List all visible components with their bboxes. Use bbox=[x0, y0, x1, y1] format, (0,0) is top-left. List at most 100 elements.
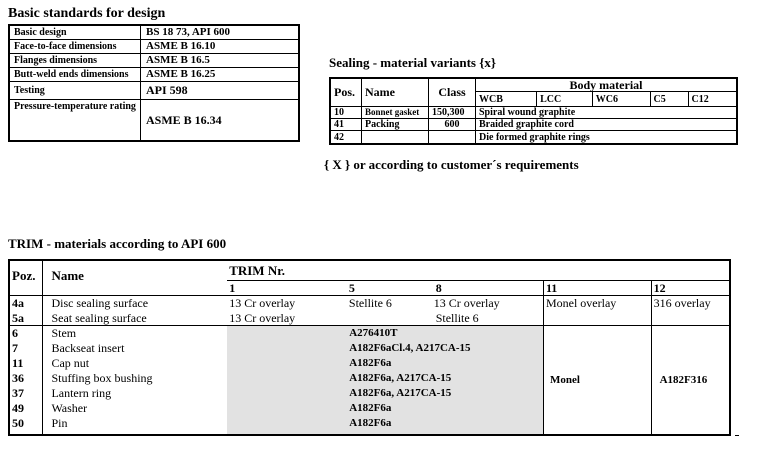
trim-value-cell bbox=[651, 311, 730, 326]
pos-cell: 41 bbox=[329, 118, 362, 131]
material-value: A182F6a, A217CA-15 bbox=[349, 387, 452, 400]
material-value: A182F6a, A217CA-15 bbox=[349, 372, 452, 385]
table-row: 6 7 11 36 37 49 50 Stem Backseat insert … bbox=[9, 325, 730, 435]
basic-standards-title: Basic standards for design bbox=[8, 6, 166, 21]
trim-value-cell bbox=[347, 311, 432, 326]
standard-label: Testing bbox=[8, 81, 141, 100]
material-value: A182F6a bbox=[349, 402, 392, 415]
table-row: 4a Disc sealing surface 13 Cr overlay St… bbox=[9, 295, 730, 311]
material-column-header: C5 bbox=[649, 91, 689, 107]
material-column-header: WCB bbox=[474, 91, 538, 107]
class-cell bbox=[428, 130, 476, 145]
trim-12-material: A182F316 bbox=[651, 325, 730, 435]
table-row: Pos. Name Class Body material bbox=[329, 77, 738, 107]
name-cell-group: Stem Backseat insert Cap nut Stuffing bo… bbox=[42, 325, 228, 435]
trim-11-material: Monel bbox=[542, 325, 652, 435]
poz-cell: 11 bbox=[12, 356, 24, 371]
trim-value-cell: Stellite 6 bbox=[346, 295, 432, 311]
pos-cell: 10 bbox=[329, 106, 362, 119]
name-cell: Disc sealing surface bbox=[42, 295, 228, 311]
standard-label: Flanges dimensions bbox=[8, 53, 141, 68]
name-cell: Backseat insert bbox=[51, 341, 125, 356]
material-column-header: C12 bbox=[687, 91, 738, 107]
table-row: 42 Die formed graphite rings bbox=[329, 130, 738, 145]
column-header-body-material: Body material bbox=[475, 77, 738, 92]
table-row: WCB LCC WC6 C5 C12 bbox=[330, 91, 738, 107]
material-value: A276410T bbox=[349, 327, 398, 340]
standard-label: Butt-weld ends dimensions bbox=[8, 67, 141, 82]
name-cell: Seat sealing surface bbox=[51, 310, 147, 325]
trim-number-header: 11 bbox=[542, 279, 652, 296]
trim-value-cell bbox=[542, 310, 652, 326]
poz-cell: 49 bbox=[12, 401, 24, 416]
table-row: 10 Bonnet gasket 150,300 Spiral wound gr… bbox=[329, 106, 738, 119]
column-header-poz: Poz. bbox=[9, 260, 44, 296]
table-row: Poz. Name TRIM Nr. bbox=[9, 260, 730, 296]
class-cell: 600 bbox=[428, 118, 476, 131]
trim-table: Poz. Name TRIM Nr. 1 5 8 11 12 4a Disc s… bbox=[8, 259, 731, 436]
poz-cell: 36 bbox=[12, 371, 24, 386]
material-value: A182F6a bbox=[349, 357, 392, 370]
name-cell: Stem bbox=[51, 326, 77, 341]
poz-cell: 6 bbox=[12, 326, 18, 341]
standard-value: ASME B 16.10 bbox=[140, 39, 300, 54]
material-column-header: WC6 bbox=[591, 91, 651, 107]
standard-value: ASME B 16.34 bbox=[140, 99, 300, 142]
name-cell: Stuffing box bushing bbox=[51, 371, 153, 386]
table-row: 5a Seat sealing surface 13 Cr overlay St… bbox=[9, 310, 730, 326]
name-cell: Lantern ring bbox=[51, 386, 112, 401]
trim-number-header: 1 bbox=[227, 279, 347, 296]
sealing-table: Pos. Name Class Body material WCB LCC WC… bbox=[329, 77, 738, 145]
material-cell: Die formed graphite rings bbox=[475, 130, 738, 145]
name-cell: Cap nut bbox=[51, 356, 90, 371]
column-header-name: Name bbox=[361, 77, 429, 107]
name-cell: Pin bbox=[51, 416, 68, 431]
column-header-name: Name bbox=[51, 268, 84, 283]
material-cell: Spiral wound graphite bbox=[475, 106, 738, 119]
standard-value: BS 18 73, API 600 bbox=[140, 24, 300, 40]
sealing-note: { X } or according to customer´s require… bbox=[324, 157, 579, 172]
trim-number-header: 8 bbox=[431, 279, 544, 296]
standard-value: API 598 bbox=[140, 81, 300, 100]
standard-value: ASME B 16.5 bbox=[140, 53, 300, 68]
poz-cell-group: 6 7 11 36 37 49 50 bbox=[9, 325, 44, 435]
material-column-header: LCC bbox=[536, 91, 593, 107]
poz-cell: 7 bbox=[12, 341, 18, 356]
standard-label: Basic design bbox=[8, 24, 141, 40]
class-cell: 150,300 bbox=[428, 106, 476, 119]
poz-cell: 4a bbox=[9, 295, 44, 311]
sealing-title: Sealing - material variants {x} bbox=[329, 55, 496, 70]
trim-title: TRIM - materials according to API 600 bbox=[8, 236, 227, 251]
poz-cell: 37 bbox=[12, 386, 24, 401]
table-row: 1 5 8 11 12 bbox=[9, 279, 730, 296]
standard-label: Face-to-face dimensions bbox=[8, 39, 141, 54]
column-header-trim-nr: TRIM Nr. bbox=[229, 263, 286, 278]
standard-value: ASME B 16.25 bbox=[140, 67, 300, 82]
trim-number-header: 5 bbox=[346, 279, 432, 296]
divider bbox=[735, 435, 739, 436]
name-cell bbox=[361, 130, 429, 145]
material-value: A182F6aCl.4, A217CA-15 bbox=[349, 342, 471, 355]
name-cell: Packing bbox=[361, 118, 429, 131]
name-cell: Washer bbox=[51, 401, 88, 416]
trim-value-cell: Stellite 6 bbox=[435, 310, 479, 325]
name-cell: Bonnet gasket bbox=[361, 106, 429, 119]
trim-value-cell: 13 Cr overlay bbox=[227, 295, 347, 311]
trim-value-cell: 13 Cr overlay bbox=[229, 310, 296, 325]
standard-label: Pressure-temperature rating bbox=[8, 99, 141, 142]
material-value: A182F6a bbox=[349, 417, 392, 430]
table-row: 41 Packing 600 Braided graphite cord bbox=[329, 118, 738, 131]
common-materials-cell: A276410T A182F6aCl.4, A217CA-15 A182F6a … bbox=[227, 325, 544, 435]
material-cell: Braided graphite cord bbox=[475, 118, 738, 131]
poz-cell: 5a bbox=[9, 310, 44, 326]
trim-number-header: 12 bbox=[651, 279, 730, 296]
trim-value-cell: 316 overlay bbox=[651, 295, 730, 311]
column-header-pos: Pos. bbox=[329, 77, 362, 107]
